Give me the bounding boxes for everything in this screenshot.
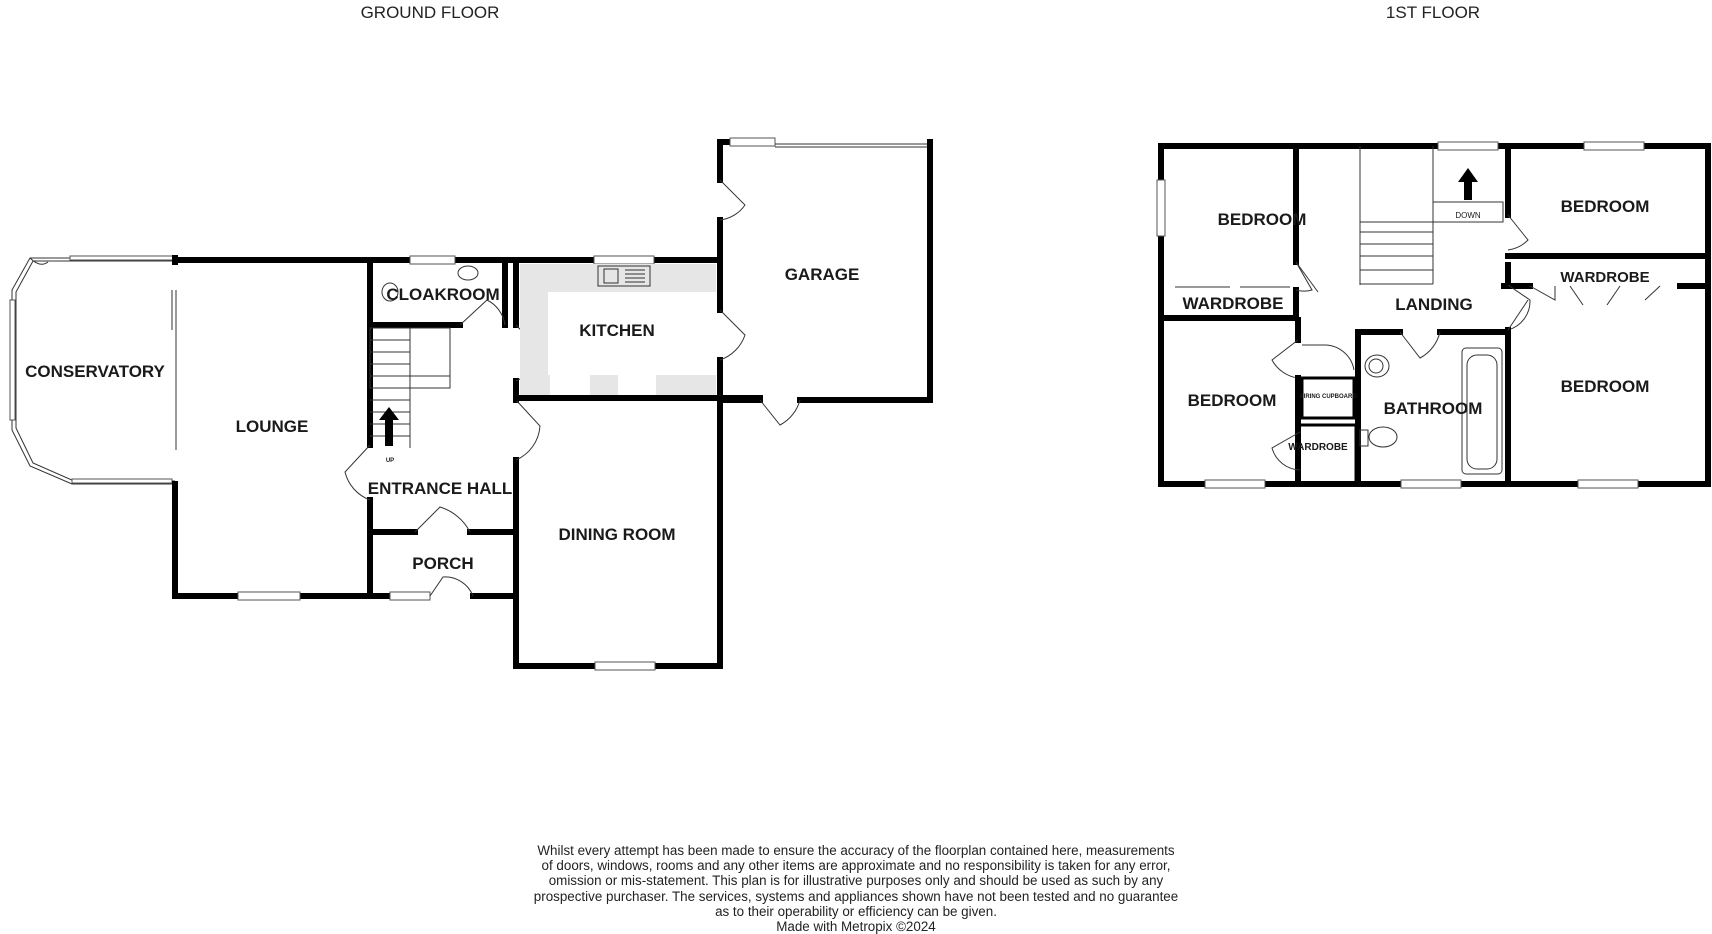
room-lounge: LOUNGE — [236, 417, 309, 436]
room-landing: LANDING — [1395, 295, 1472, 314]
disclaimer-line: of doors, windows, rooms and any other i… — [541, 858, 1171, 874]
stairs-up-label: UP — [386, 458, 394, 464]
room-wardrobe-top-left: WARDROBE — [1182, 294, 1283, 313]
disclaimer-line: prospective purchaser. The services, sys… — [533, 888, 1179, 904]
room-cloakroom: CLOAKROOM — [386, 285, 499, 304]
disclaimer-line: omission or mis-statement. This plan is … — [548, 873, 1164, 889]
disclaimer-line: as to their operability or efficiency ca… — [715, 903, 997, 919]
room-entrance-hall: ENTRANCE HALL — [368, 479, 513, 498]
room-wardrobe-small: WARDROBE — [1288, 442, 1348, 453]
first-floor-plan: DOWN BEDROOM WARDROBE BEDROOM WARDROBE L… — [1156, 141, 1711, 489]
room-kitchen: KITCHEN — [579, 321, 655, 340]
ground-floor-plan: UP — [9, 137, 933, 671]
room-garage: GARAGE — [785, 265, 860, 284]
room-bedroom-top-left: BEDROOM — [1218, 210, 1307, 229]
room-conservatory: CONSERVATORY — [25, 362, 165, 381]
room-bedroom-bottom-right: BEDROOM — [1561, 377, 1650, 396]
room-dining-room: DINING ROOM — [558, 525, 675, 544]
disclaimer: Whilst every attempt has been made to en… — [510, 843, 1202, 934]
room-bathroom: BATHROOM — [1384, 399, 1483, 418]
room-bedroom-bottom-left: BEDROOM — [1188, 391, 1277, 410]
disclaimer-line: Whilst every attempt has been made to en… — [537, 843, 1175, 858]
room-wardrobe-right: WARDROBE — [1560, 269, 1649, 286]
room-bedroom-top-right: BEDROOM — [1561, 197, 1650, 216]
room-porch: PORCH — [412, 554, 473, 573]
room-airing-cupboard: AIRING CUPBOARD — [1299, 394, 1357, 400]
stairs-down-label: DOWN — [1455, 211, 1481, 220]
metropix-credit: Made with Metropix ©2024 — [776, 919, 936, 934]
first-floor-title: 1ST FLOOR — [1386, 3, 1480, 22]
ground-floor-title: GROUND FLOOR — [361, 3, 500, 22]
